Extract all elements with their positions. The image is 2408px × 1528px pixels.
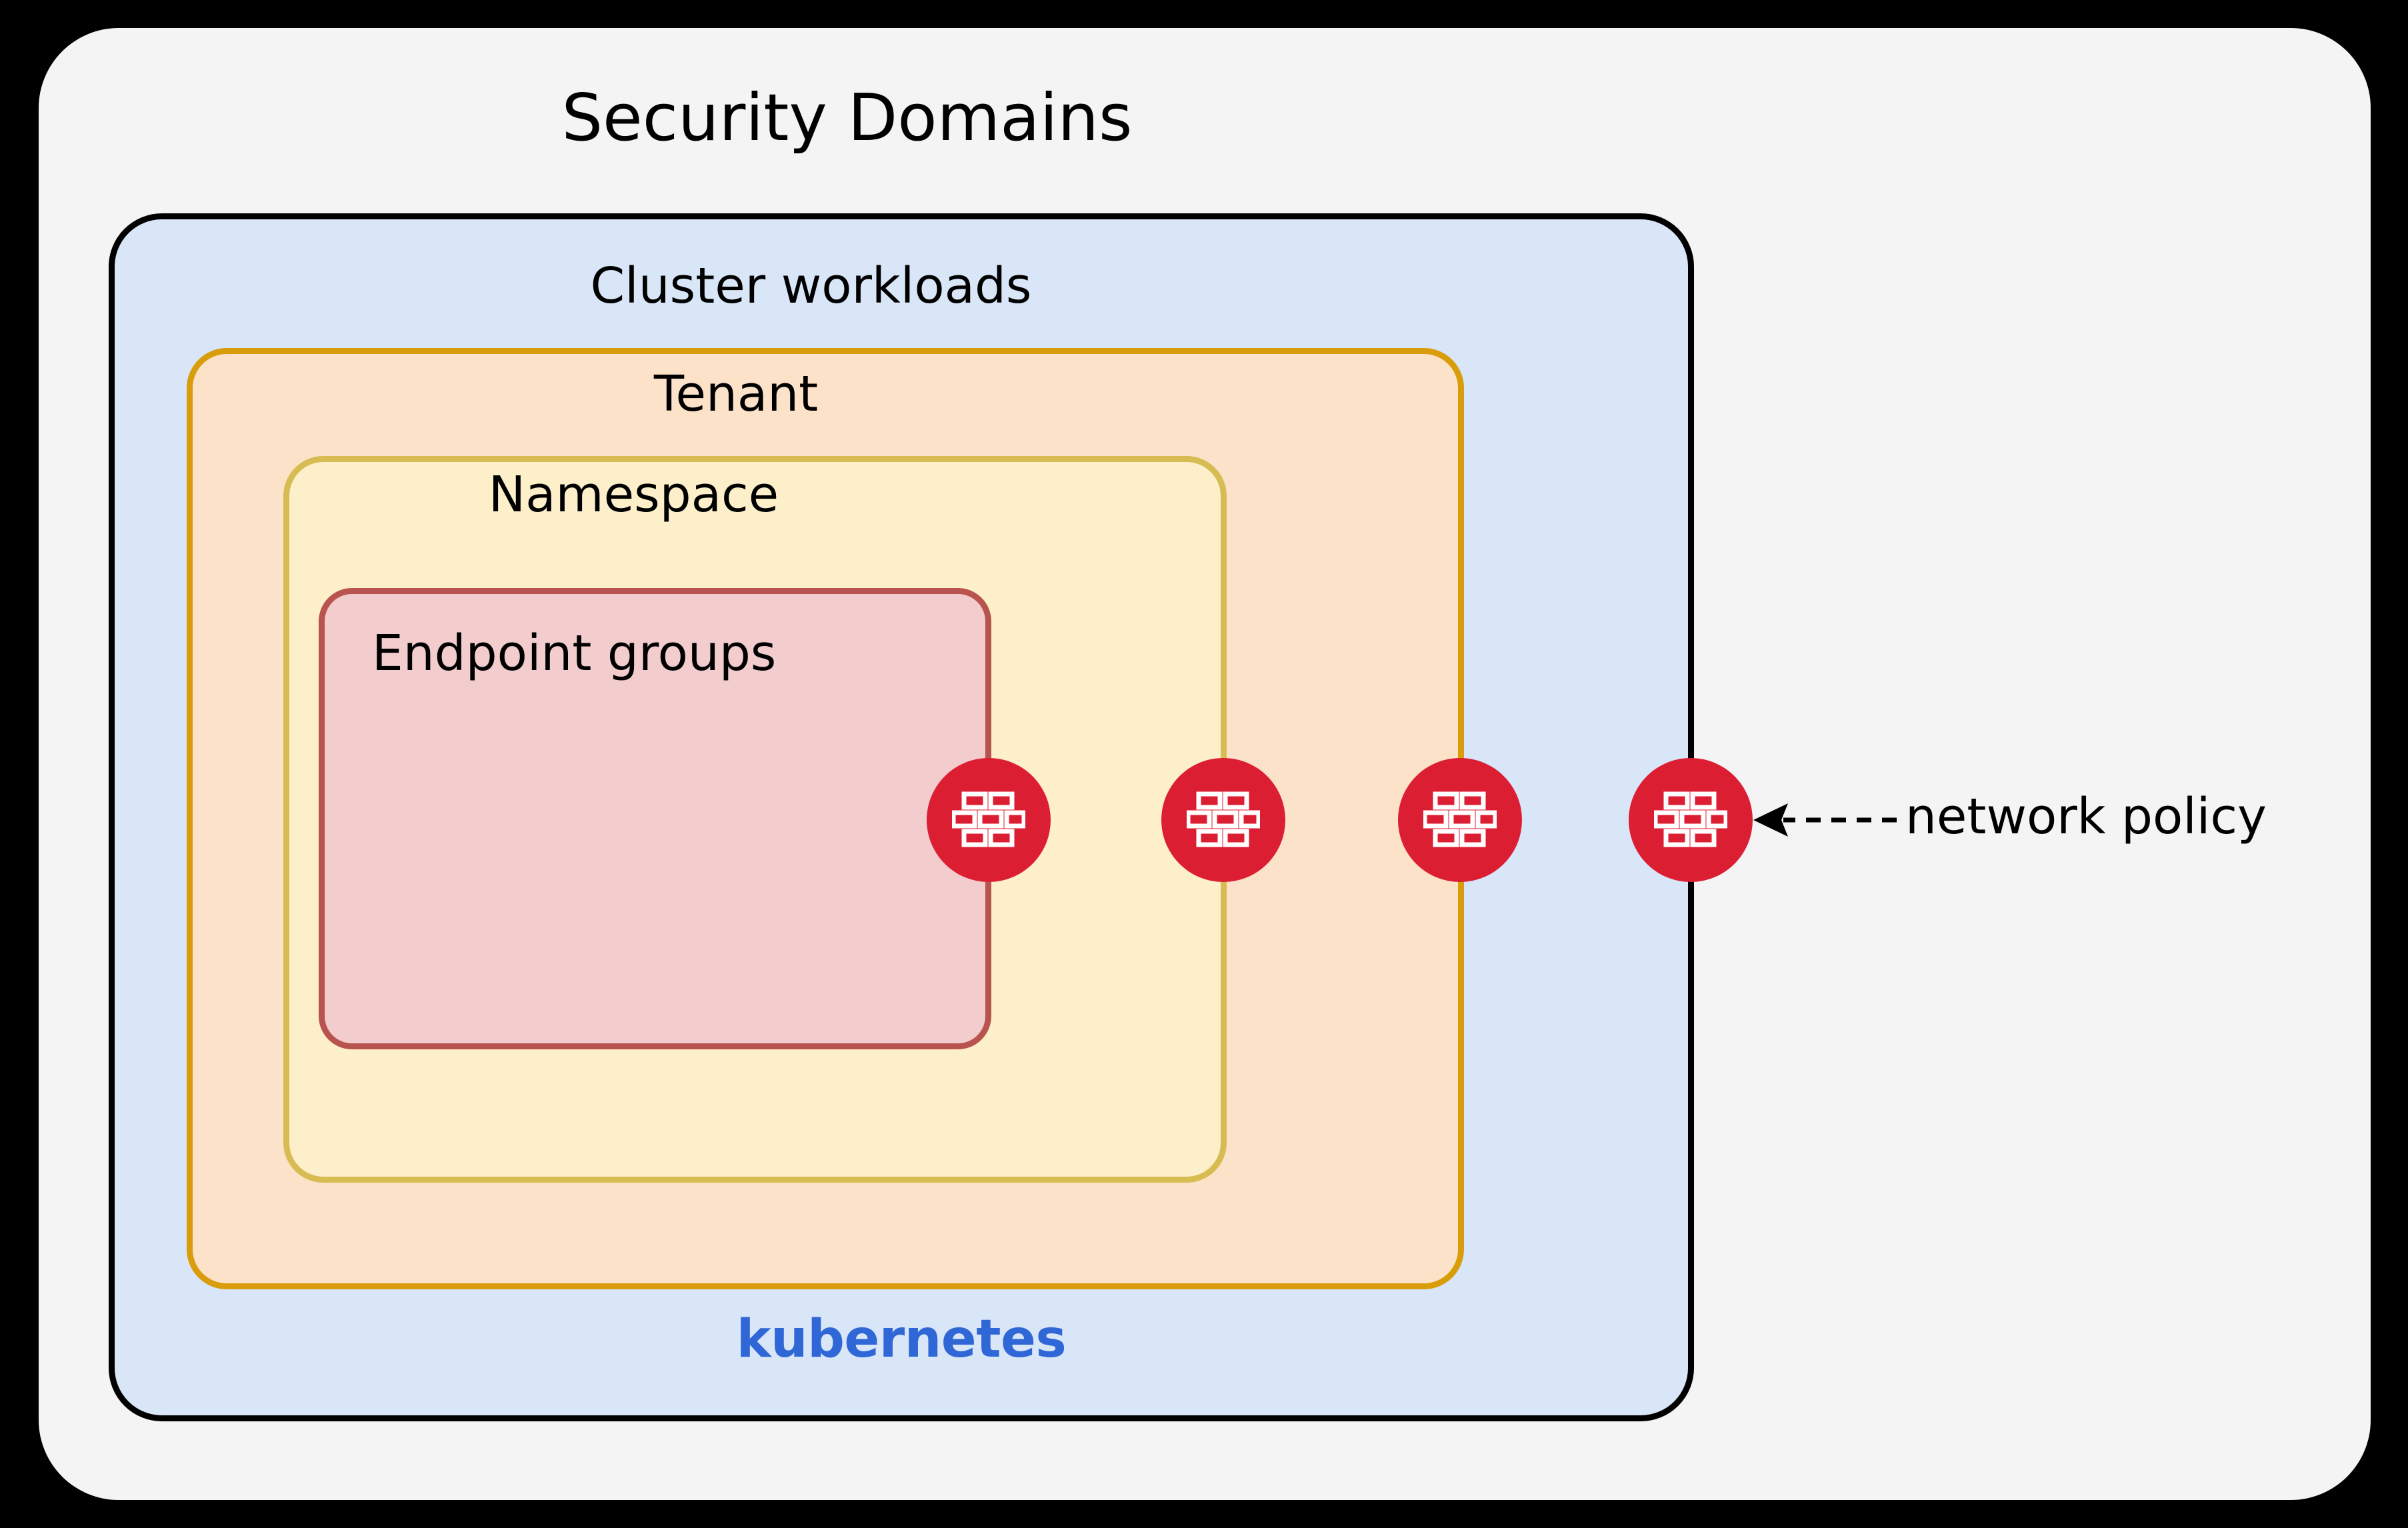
network-policy-arrow	[1747, 790, 1907, 850]
network-policy-label: network policy	[1905, 788, 2267, 845]
kubernetes-label: kubernetes	[736, 1309, 1067, 1369]
firewall-icon-cluster	[1629, 758, 1753, 882]
firewall-icon-namespace	[1161, 758, 1285, 882]
cluster-workloads-label: Cluster workloads	[590, 257, 1032, 315]
security-domains-label: Security Domains	[561, 80, 1133, 155]
endpoint-groups-label: Endpoint groups	[372, 625, 777, 682]
tenant-label: Tenant	[653, 365, 819, 423]
endpoint-groups-box	[319, 588, 991, 1049]
firewall-icon-endpoint-groups	[927, 758, 1051, 882]
firewall-icon-tenant	[1398, 758, 1522, 882]
namespace-label: Namespace	[488, 466, 779, 523]
